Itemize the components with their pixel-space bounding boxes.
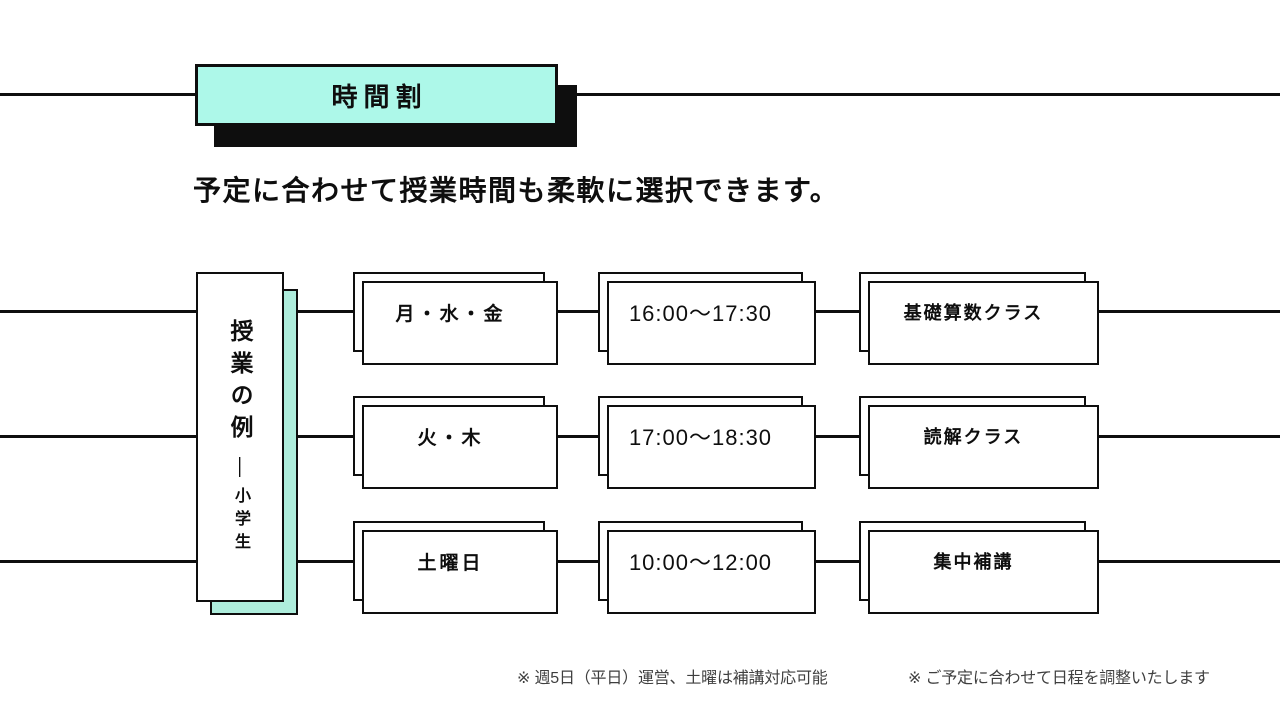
title-rule-line xyxy=(0,93,1280,96)
time-label: 10:00〜12:00 xyxy=(628,550,773,575)
schedule-course-box-row1: 基礎算数クラス xyxy=(859,272,1099,365)
course-label: 基礎算数クラス xyxy=(903,303,1044,323)
schedule-time-box-row3: 10:00〜12:00 xyxy=(598,521,816,614)
schedule-days-box-row2: 火・木 xyxy=(353,396,558,489)
side-label-sub: 小学生 xyxy=(232,486,249,556)
slide-subtitle: 予定に合わせて授業時間も柔軟に選択できます。 xyxy=(193,176,840,207)
footnote-adjustment: ※ ご予定に合わせて日程を調整いたします xyxy=(908,670,1210,687)
course-label: 読解クラス xyxy=(923,427,1024,447)
schedule-time-box-row2: 17:00〜18:30 xyxy=(598,396,816,489)
slide-title: 時間割 xyxy=(331,81,428,112)
schedule-time-box-row1: 16:00〜17:30 xyxy=(598,272,816,365)
days-label: 土曜日 xyxy=(417,552,484,574)
days-label: 火・木 xyxy=(417,427,484,449)
side-label-divider: ― xyxy=(229,456,252,477)
days-label: 月・水・金 xyxy=(395,303,506,325)
schedule-course-box-row2: 読解クラス xyxy=(859,396,1099,489)
side-label-main: 授業の例 xyxy=(227,318,253,447)
footnote-operation: ※ 週5日（平日）運営、土曜は補講対応可能 xyxy=(517,670,828,687)
time-label: 16:00〜17:30 xyxy=(628,301,773,326)
schedule-days-box-row3: 土曜日 xyxy=(353,521,558,614)
schedule-course-box-row3: 集中補講 xyxy=(859,521,1099,614)
side-label-box: 授業の例 ― 小学生 xyxy=(196,272,284,602)
slide-title-box: 時間割 xyxy=(195,64,558,126)
side-label-vertical-text: 授業の例 ― 小学生 xyxy=(223,319,257,556)
schedule-days-box-row1: 月・水・金 xyxy=(353,272,558,365)
time-label: 17:00〜18:30 xyxy=(628,425,773,450)
course-label: 集中補講 xyxy=(933,552,1014,572)
